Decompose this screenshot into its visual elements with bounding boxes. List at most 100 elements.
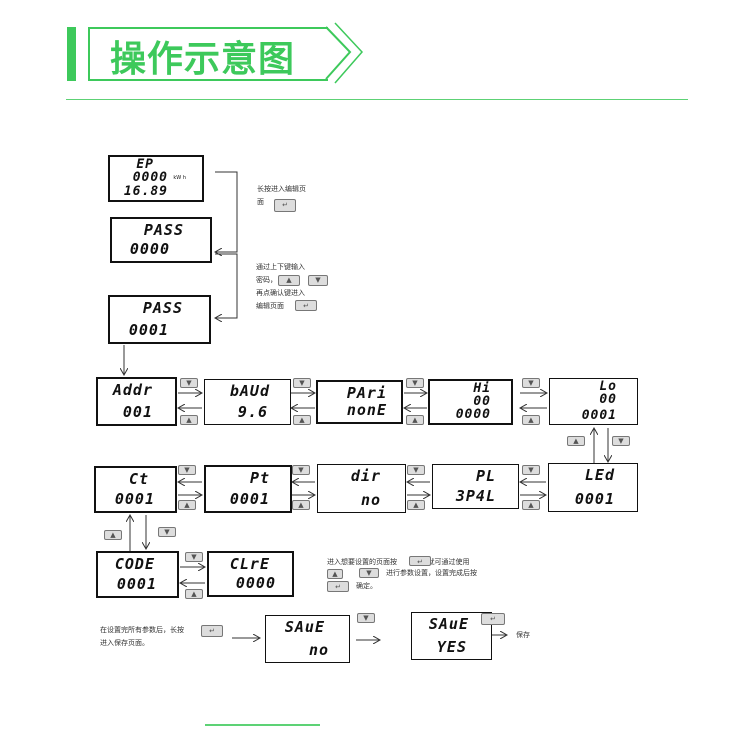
down-key-icon [185, 552, 203, 562]
down-key-icon [292, 465, 310, 475]
display-line: LEd [584, 466, 615, 484]
display-line: EP [136, 157, 154, 172]
display-clre: CLrE 0000 [207, 551, 294, 597]
display-line: 3P4L [455, 487, 496, 505]
note-password: 通过上下键输入 密码， 再点确认键进入 编辑页面 [256, 261, 305, 313]
display-lo: Lo 00 0001 [549, 378, 638, 425]
note-line: 密码， [256, 276, 277, 284]
down-key-icon [359, 568, 379, 578]
up-key-icon [278, 275, 300, 286]
unit-label: kW h [173, 175, 186, 181]
divider [66, 99, 688, 100]
down-key-icon [158, 527, 176, 537]
note-line: 进入保存页面。 [100, 639, 149, 647]
display-line: dir [350, 467, 381, 485]
up-key-icon [292, 500, 310, 510]
display-line: bAUd [229, 382, 270, 400]
up-key-icon [522, 500, 540, 510]
display-line: 0000 [132, 170, 168, 185]
display-pass-0001: PASS 0001 [108, 295, 211, 344]
display-line: 0000 [455, 407, 491, 422]
down-key-icon [407, 465, 425, 475]
display-line: 16.89 [123, 184, 168, 199]
note-line: 再点确认键进入 [256, 289, 305, 297]
display-line: 00 [473, 394, 491, 409]
up-key-icon [522, 415, 540, 425]
display-dir: dir no [317, 464, 406, 513]
display-line: 0001 [229, 490, 270, 508]
note-line: 就可通过使用 [427, 558, 470, 566]
up-key-icon [293, 415, 311, 425]
note-line: 进入想要设置的页面按 [327, 558, 397, 566]
note-line: 编辑页面 [256, 302, 284, 310]
title-accent-bar [67, 27, 76, 81]
bottom-divider [205, 724, 320, 726]
down-key-icon [308, 275, 328, 286]
display-code: CODE 0001 [96, 551, 179, 598]
display-line: PL [475, 467, 496, 485]
enter-key-icon [327, 581, 349, 592]
display-line: PAri [346, 384, 387, 402]
display-line: no [308, 641, 329, 659]
up-key-icon [185, 589, 203, 599]
display-line: 001 [122, 403, 153, 421]
enter-key-icon [295, 300, 317, 311]
display-save-no: SAuE no [265, 615, 350, 663]
note-setting-line2: 进行参数设置，设置完成后按 [386, 569, 477, 577]
down-key-icon [522, 465, 540, 475]
display-ct: Ct 0001 [94, 466, 177, 513]
down-key-icon [522, 378, 540, 388]
down-key-icon [406, 378, 424, 388]
page-title: 操作示意图 [110, 39, 296, 80]
note-line: 在设置完所有参数后，长按 [100, 626, 184, 634]
display-line: Pt [249, 469, 270, 487]
enter-key-icon [481, 613, 505, 625]
up-key-icon [180, 415, 198, 425]
note-setting-line1: 进入想要设置的页面按 就可通过使用 [327, 556, 469, 569]
note-save: 在设置完所有参数后，长按 进入保存页面。 [100, 624, 184, 650]
up-key-icon [407, 500, 425, 510]
display-line: Addr [112, 381, 153, 399]
display-line: SAuE [428, 615, 469, 633]
up-key-icon [406, 415, 424, 425]
note-saved: 保存 [516, 631, 530, 639]
display-pari: PAri nonE [316, 380, 403, 424]
up-key-icon [104, 530, 122, 540]
display-line: CLrE [229, 555, 270, 573]
display-addr: Addr 001 [96, 377, 177, 426]
note-line: 面 [257, 198, 264, 206]
up-key-icon [567, 436, 585, 446]
display-hi: Hi 00 0000 [428, 379, 513, 425]
display-line: PASS [143, 221, 184, 239]
down-key-icon [180, 378, 198, 388]
enter-key-icon [409, 556, 431, 566]
display-line: 0001 [128, 321, 169, 339]
display-line: 0001 [574, 490, 615, 508]
display-pt: Pt 0001 [204, 465, 292, 513]
up-key-icon [178, 500, 196, 510]
note-setting-line3: 确定。 [356, 582, 377, 590]
display-line: Lo [599, 379, 617, 394]
down-key-icon [178, 465, 196, 475]
note-line: 长按进入编辑页 [257, 185, 306, 193]
note-line: 通过上下键输入 [256, 263, 305, 271]
display-line: no [360, 491, 381, 509]
display-save-yes: SAuE YES [411, 612, 492, 660]
display-line: YES [436, 638, 467, 656]
display-line: CODE [114, 555, 155, 573]
display-pl: PL 3P4L [432, 464, 519, 509]
display-line: Hi [473, 381, 491, 396]
down-key-icon [357, 613, 375, 623]
display-ep: EP 0000 16.89 kW h [108, 155, 204, 202]
display-line: 0001 [114, 490, 155, 508]
display-led: LEd 0001 [548, 463, 638, 512]
display-line: 00 [599, 392, 617, 407]
down-key-icon [293, 378, 311, 388]
display-line: 0001 [116, 575, 157, 593]
display-line: Ct [128, 470, 149, 488]
title-frame [88, 27, 328, 81]
display-line: 0000 [235, 574, 276, 592]
display-line: 0001 [581, 408, 617, 423]
